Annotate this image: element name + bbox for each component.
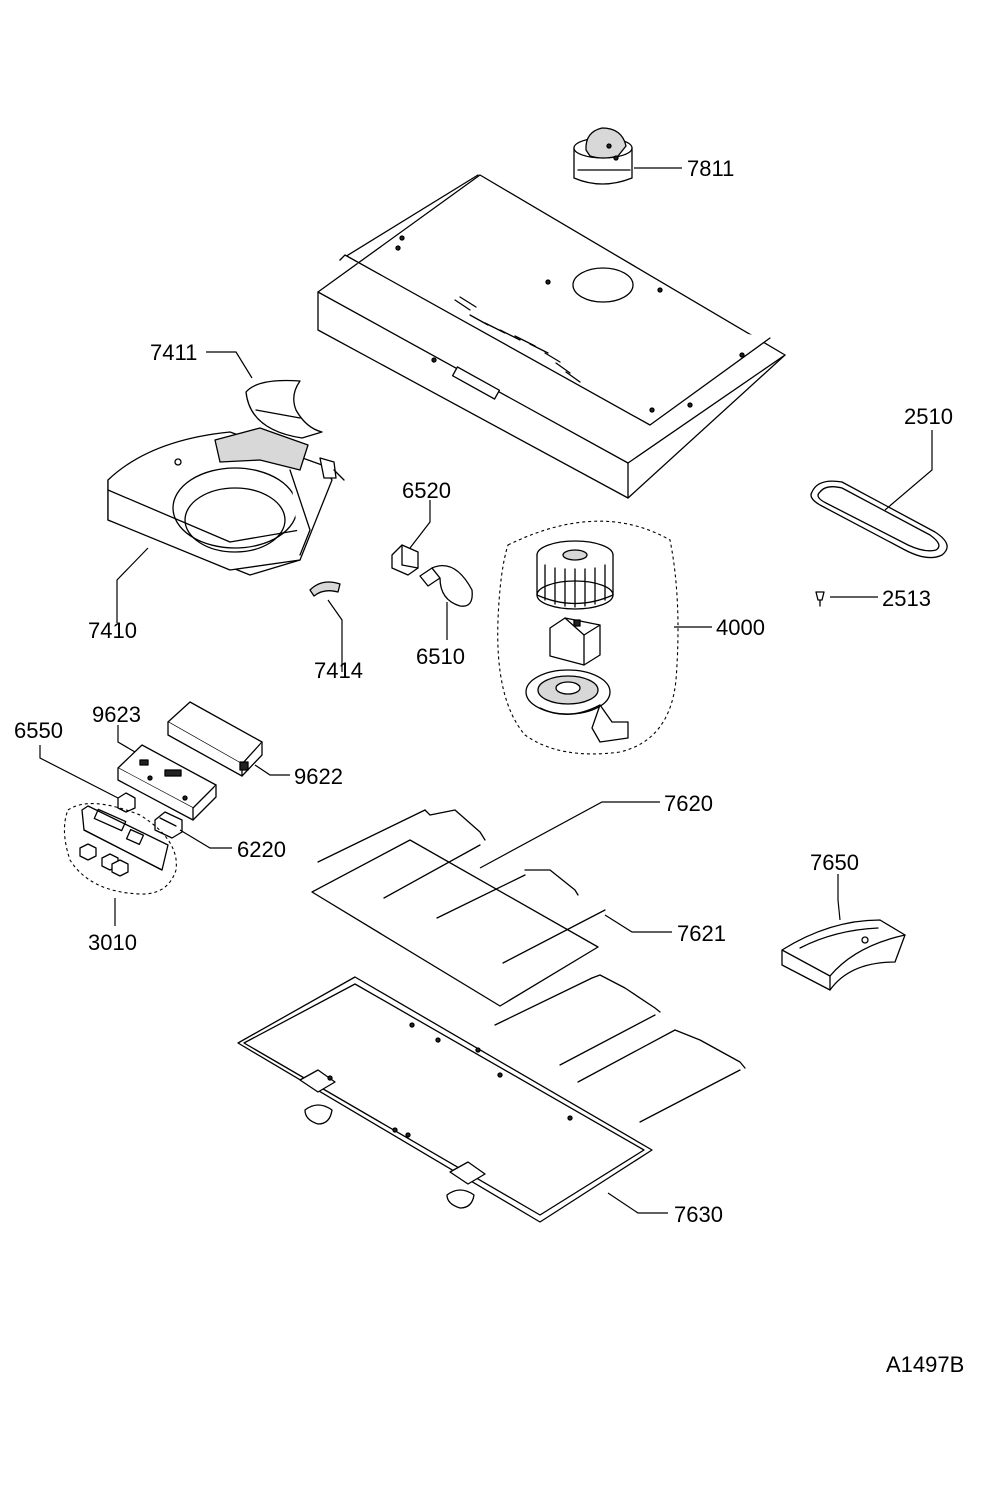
part-6520-lamp-holder	[391, 544, 419, 576]
callout-6520: 6520	[402, 478, 451, 503]
part-2513-screw	[815, 591, 825, 607]
group-3010-outline	[63, 803, 177, 895]
callout-4000: 4000	[716, 615, 765, 640]
part-6220-switch-block	[154, 811, 183, 839]
callout-7410: 7410	[88, 618, 137, 643]
callout-3010: 3010	[88, 930, 137, 955]
part-2510-gasket	[810, 480, 948, 559]
part-4000-motor-assembly	[525, 540, 629, 743]
callout-7650: 7650	[810, 850, 859, 875]
part-9622-control-cover	[167, 701, 263, 777]
callout-7621: 7621	[677, 921, 726, 946]
callout-7811: 7811	[687, 156, 734, 181]
callout-2510: 2510	[904, 404, 953, 429]
part-7410-fan-housing	[107, 427, 345, 576]
callout-9622: 9622	[294, 764, 343, 789]
part-6550-switch	[117, 792, 136, 813]
part-9623-control-box	[117, 744, 217, 821]
diagram-id: A1497B	[886, 1352, 964, 1377]
callout-7414: 7414	[314, 658, 363, 683]
part-6510-bulb	[419, 564, 473, 607]
group-4000-outline	[497, 520, 679, 755]
callout-6220: 6220	[237, 837, 286, 862]
callout-6550: 6550	[14, 718, 63, 743]
callout-7630: 7630	[674, 1202, 723, 1227]
callout-2513: 2513	[882, 586, 931, 611]
hood-body	[317, 174, 786, 499]
part-7620-7621-filters	[311, 809, 746, 1123]
part-7650-deflector	[781, 919, 906, 991]
callout-7411: 7411	[150, 340, 197, 365]
part-3010-control-panel	[79, 805, 169, 877]
vent-slots	[454, 296, 581, 383]
part-7811-adapter	[573, 127, 633, 185]
part-7411-baffle	[245, 379, 323, 439]
callout-9623: 9623	[92, 702, 141, 727]
part-7630-bottom-frame	[237, 976, 653, 1223]
part-7414-clip	[309, 581, 341, 597]
callout-6510: 6510	[416, 644, 465, 669]
callout-7620: 7620	[664, 791, 713, 816]
